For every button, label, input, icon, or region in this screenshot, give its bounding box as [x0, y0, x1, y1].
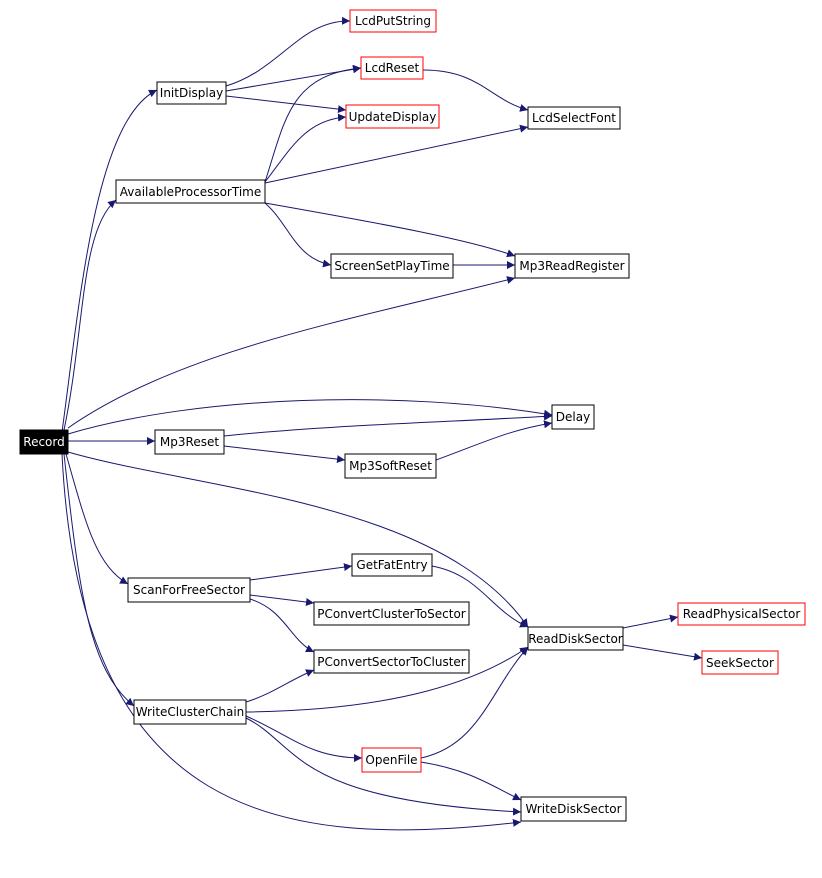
- node-seeksector[interactable]: SeekSector: [701, 650, 779, 675]
- edge-availableprocessortime-lcdreset: [264, 64, 362, 183]
- node-writedisksector[interactable]: WriteDiskSector: [520, 796, 627, 822]
- edges-layer: [61, 16, 703, 831]
- edge-record-writedisksector: [61, 453, 522, 831]
- node-label: ReadDiskSector: [528, 632, 623, 646]
- node-label: ScreenSetPlayTime: [334, 259, 449, 273]
- edge-scanforfreesector-pconvertclustertosector: [249, 594, 315, 606]
- node-readdisksector[interactable]: ReadDiskSector: [527, 626, 624, 651]
- node-scanforfreesector[interactable]: ScanForFreeSector: [127, 577, 251, 603]
- node-getfatentry[interactable]: GetFatEntry: [351, 553, 433, 577]
- edge-readdisksector-readphysicalsector: [622, 614, 679, 629]
- edge-writeclusterchain-openfile: [245, 715, 363, 762]
- node-mp3reset[interactable]: Mp3Reset: [154, 429, 225, 455]
- edge-initdisplay-lcdputstring: [225, 16, 351, 87]
- node-label: Delay: [556, 410, 590, 424]
- node-delay[interactable]: Delay: [551, 404, 595, 430]
- node-screensetplaytime[interactable]: ScreenSetPlayTime: [330, 253, 454, 279]
- node-label: UpdateDisplay: [349, 110, 437, 124]
- edge-record-initdisplay: [61, 89, 158, 433]
- node-label: AvailableProcessorTime: [120, 185, 261, 199]
- edge-record-writeclusterchain: [63, 453, 135, 707]
- edge-openfile-writedisksector: [420, 761, 522, 801]
- edge-availableprocessortime-lcdselectfont: [264, 124, 529, 184]
- node-label: LcdReset: [365, 61, 420, 75]
- node-lcdreset[interactable]: LcdReset: [360, 56, 424, 80]
- node-label: PConvertSectorToCluster: [317, 655, 466, 669]
- node-pconvertsectortocluster[interactable]: PConvertSectorToCluster: [313, 649, 470, 674]
- node-initdisplay[interactable]: InitDisplay: [156, 81, 227, 105]
- edge-record-availableprocessortime: [63, 199, 117, 431]
- edge-initdisplay-updatedisplay: [225, 95, 347, 114]
- node-label: LcdPutString: [355, 14, 431, 28]
- edge-writeclusterchain-writedisksector: [245, 717, 522, 816]
- node-mp3readregister[interactable]: Mp3ReadRegister: [514, 253, 630, 279]
- node-label: WriteClusterChain: [136, 705, 245, 719]
- node-label: ReadPhysicalSector: [683, 607, 801, 621]
- edge-writeclusterchain-readdisksector: [245, 646, 529, 713]
- edge-getfatentry-readdisksector: [431, 565, 529, 628]
- node-label: SeekSector: [706, 656, 774, 670]
- edge-mp3reset-delay: [223, 412, 553, 437]
- node-label: Record: [23, 435, 64, 449]
- node-label: ScanForFreeSector: [133, 583, 245, 597]
- edge-availableprocessortime-screensetplaytime: [264, 202, 332, 268]
- edge-availableprocessortime-updatedisplay: [264, 113, 347, 183]
- edge-mp3softreset-delay: [435, 420, 553, 461]
- node-label: Mp3ReadRegister: [519, 259, 624, 273]
- node-label: PConvertClusterToSector: [317, 607, 466, 621]
- node-lcdselectfont[interactable]: LcdSelectFont: [527, 106, 621, 130]
- node-label: WriteDiskSector: [525, 802, 621, 816]
- node-label: Mp3Reset: [160, 435, 219, 449]
- node-label: InitDisplay: [160, 86, 223, 100]
- nodes-layer: Record InitDisplay LcdPutString LcdReset…: [19, 9, 806, 822]
- edge-mp3reset-mp3softreset: [223, 445, 346, 464]
- edge-lcdreset-lcdselectfont: [422, 69, 529, 112]
- node-label: OpenFile: [365, 753, 417, 767]
- node-record[interactable]: Record: [19, 429, 69, 455]
- edge-scanforfreesector-getfatentry: [249, 563, 353, 581]
- edge-openfile-readdisksector: [420, 646, 529, 759]
- node-lcdputstring[interactable]: LcdPutString: [349, 9, 437, 33]
- node-label: GetFatEntry: [356, 558, 427, 572]
- node-pconvertclustertosector[interactable]: PConvertClusterToSector: [313, 601, 470, 626]
- node-label: Mp3SoftReset: [349, 459, 432, 473]
- edge-readdisksector-seeksector: [622, 644, 703, 661]
- node-writeclusterchain[interactable]: WriteClusterChain: [133, 699, 247, 725]
- node-readphysicalsector[interactable]: ReadPhysicalSector: [677, 602, 806, 626]
- edge-record-delay: [67, 399, 553, 435]
- node-mp3softreset[interactable]: Mp3SoftReset: [344, 453, 437, 479]
- edge-record-mp3readregister: [67, 276, 516, 429]
- node-updatedisplay[interactable]: UpdateDisplay: [345, 104, 440, 129]
- edge-record-readdisksector: [67, 451, 529, 628]
- node-openfile[interactable]: OpenFile: [361, 747, 422, 773]
- edge-writeclusterchain-pconvertsectortocluster: [245, 669, 315, 703]
- edge-record-scanforfreesector: [65, 453, 129, 585]
- edge-scanforfreesector-pconvertsectortocluster: [249, 598, 315, 653]
- node-availableprocessortime[interactable]: AvailableProcessorTime: [115, 179, 266, 204]
- node-label: LcdSelectFont: [532, 111, 616, 125]
- edge-availableprocessortime-mp3readregister: [264, 202, 516, 258]
